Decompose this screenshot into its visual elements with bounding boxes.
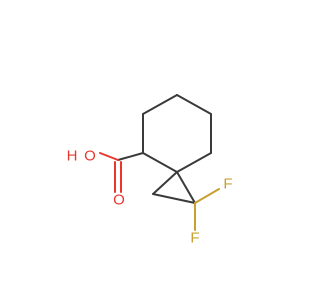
bond-ring-3 xyxy=(176,152,212,173)
bond-ring-6 xyxy=(142,94,178,115)
atom-label-hydroxyl-o: O xyxy=(84,148,96,165)
atom-label-carbonyl-o: O xyxy=(113,192,125,209)
atom-labels: H O O F F xyxy=(67,148,233,247)
bond-cyclopropane-2 xyxy=(152,193,196,204)
skeleton-bonds xyxy=(117,94,212,204)
bond-cyclopropane-3 xyxy=(176,171,196,204)
atom-label-hydroxyl-h: H xyxy=(67,148,78,165)
heteroatom-bonds xyxy=(99,152,220,231)
structure-diagram: H O O F F xyxy=(67,94,233,247)
atom-label-fluorine-1: F xyxy=(223,176,232,193)
bond-ring-1 xyxy=(176,94,212,115)
bond-hydroxyl xyxy=(99,152,119,161)
bond-ring-to-carboxyl xyxy=(117,152,144,161)
bond-fluorine-1 xyxy=(194,188,220,204)
atom-label-fluorine-2: F xyxy=(190,230,199,247)
bond-ring-4 xyxy=(142,152,178,173)
bond-cyclopropane-1 xyxy=(152,171,178,195)
